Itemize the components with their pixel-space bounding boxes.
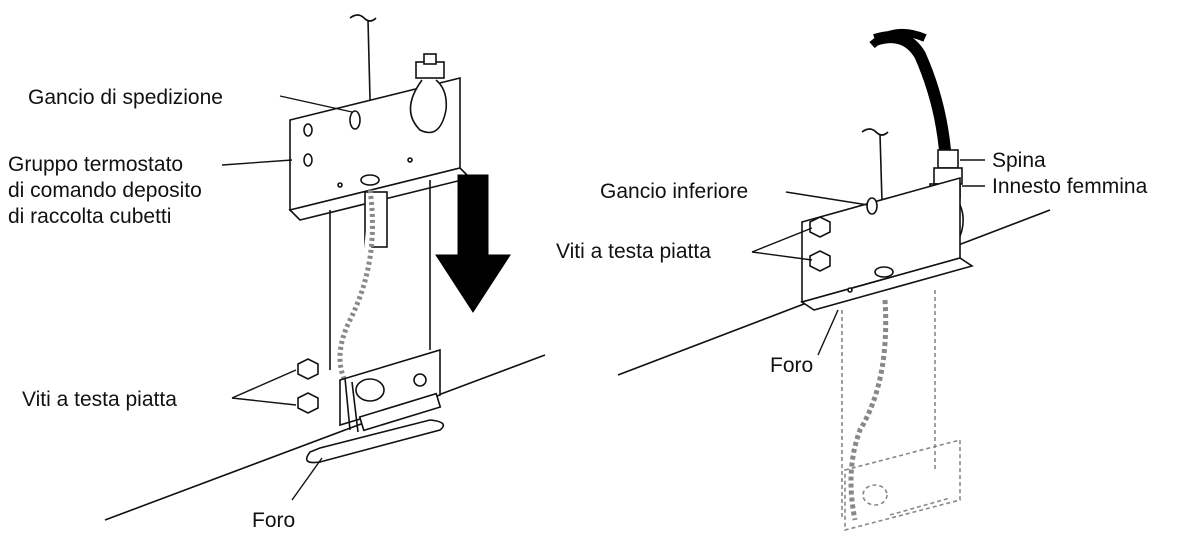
bottom-mechanism-left: [305, 348, 445, 464]
screws-left: [297, 358, 319, 414]
label-thermostat-group-1: Gruppo termostato: [8, 153, 183, 176]
label-female-socket: Innesto femmina: [992, 175, 1148, 198]
label-lower-hook: Gancio inferiore: [600, 180, 748, 203]
base-line-left: [104, 354, 546, 521]
right-figure: [617, 28, 1051, 532]
leader-lines-right: [751, 159, 985, 356]
down-arrow-icon: [435, 174, 511, 313]
bracket-right: [800, 176, 974, 311]
label-shipping-hook: Gancio di spedizione: [28, 86, 223, 109]
label-flat-screws-left: Viti a testa piatta: [22, 388, 177, 411]
label-thermostat-group-3: di raccolta cubetti: [8, 205, 171, 228]
shipping-hook-slot: [349, 110, 361, 130]
connector-left: [409, 53, 448, 134]
wire-break-right: [861, 128, 889, 136]
label-flat-screws-right: Viti a testa piatta: [556, 240, 711, 263]
left-figure: [104, 14, 546, 521]
dashed-probe-right: [841, 290, 961, 532]
label-thermostat-group-2: di comando deposito: [8, 179, 202, 202]
label-hole-left: Foro: [252, 509, 295, 532]
probe-assembly: [329, 180, 431, 392]
screws-right: [809, 216, 831, 272]
label-plug: Spina: [992, 149, 1046, 172]
leader-lines-left: [221, 95, 353, 501]
label-hole-right: Foro: [770, 354, 813, 377]
wire-break-left: [349, 14, 377, 22]
